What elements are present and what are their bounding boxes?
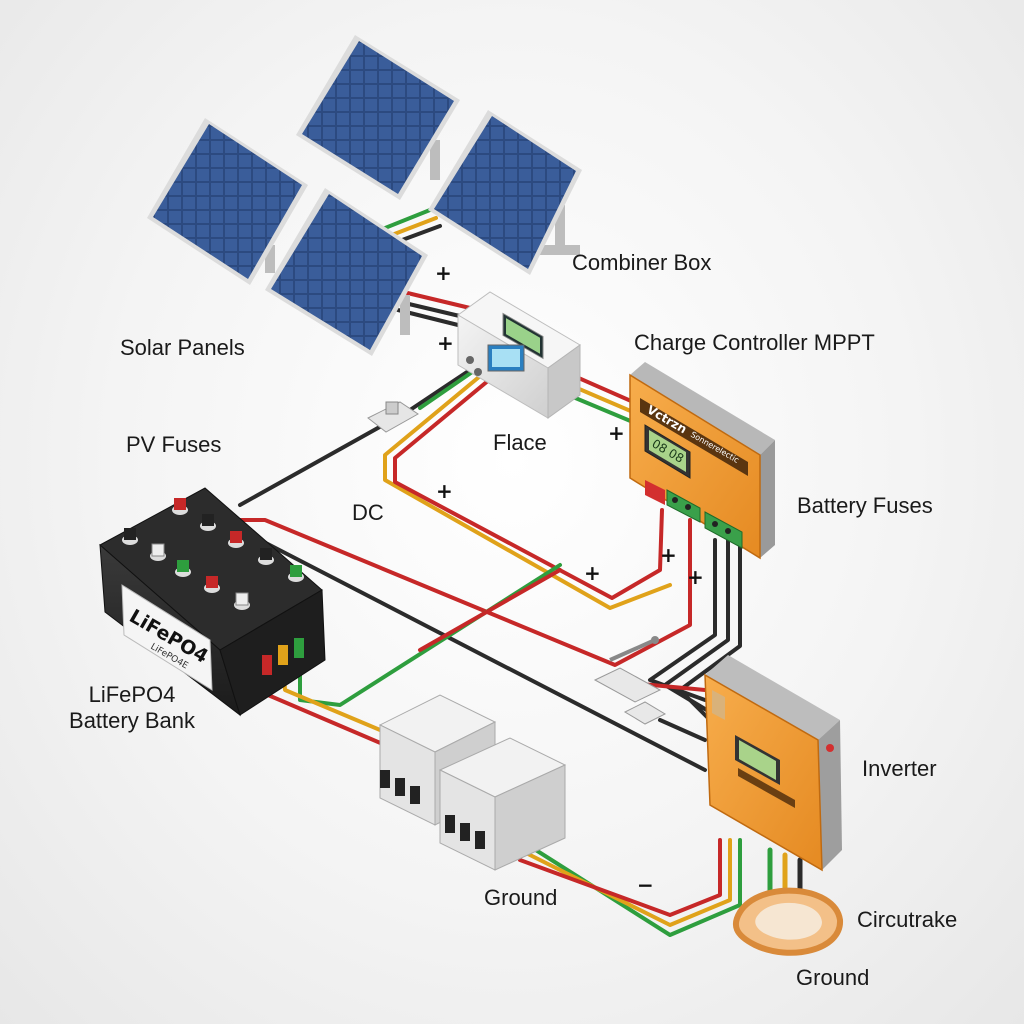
label-solar-panels: Solar Panels <box>120 335 245 360</box>
pv-fuse <box>367 401 419 433</box>
label-battery-fuses: Battery Fuses <box>797 493 933 518</box>
label-dc: DC <box>352 500 384 525</box>
solar-panel-4 <box>265 188 428 356</box>
solar-panel-1 <box>147 118 308 285</box>
battery-bank: LiFePO4 LiFePO4E <box>99 487 326 717</box>
solar-panel-3 <box>428 110 582 275</box>
wire-controller-inverter-black1 <box>648 538 717 702</box>
label-battery-bank: LiFePO4 Battery Bank <box>58 682 206 735</box>
wire-panel-combiner-red <box>393 288 472 310</box>
polarity-plus-2: + <box>437 331 454 355</box>
polarity-minus-1: − <box>637 873 654 897</box>
label-pv-fuses: PV Fuses <box>126 432 222 457</box>
charge-controller: Vctrzn Sonnerelectic 08 08 <box>629 362 775 560</box>
wire-dc-red-cross <box>418 568 562 652</box>
battery-fuse <box>593 636 667 725</box>
wire-battery-green-loop <box>298 563 562 707</box>
dc-breakers <box>378 694 567 871</box>
polarity-plus-5: + <box>584 561 601 585</box>
wire-combiner-dc-green <box>418 366 480 410</box>
label-battery-bank-line1: LiFePO4 <box>88 682 176 707</box>
wire-combiner-dc-yellow <box>383 370 672 610</box>
wire-breaker-inverter-yellow <box>518 838 732 927</box>
solar-panel-array <box>147 35 582 356</box>
breaker-group-2 <box>438 737 567 871</box>
polarity-plus-7: + <box>687 565 704 589</box>
wire-battery-controller-red <box>238 518 692 667</box>
wire-combiner-dc-red <box>393 373 664 600</box>
label-combiner-box: Combiner Box <box>572 250 712 275</box>
label-charge-controller: Charge Controller MPPT <box>634 330 875 355</box>
wire-fuse-inverter-black <box>658 718 707 742</box>
wire-top-panel-green <box>378 208 432 232</box>
wire-breaker-inverter-red <box>518 838 722 917</box>
label-battery-bank-line2: Battery Bank <box>69 708 195 734</box>
battery-terminals <box>122 498 304 610</box>
earth-ground-pad <box>732 887 843 956</box>
label-flace: Flace <box>493 430 547 455</box>
polarity-marks: + + + + + + + − <box>435 261 704 897</box>
label-ground-bottom: Ground <box>484 885 558 910</box>
wire-controller-inverter-black3 <box>678 538 742 724</box>
inverter <box>704 655 842 872</box>
label-circutrake: Circutrake <box>857 907 958 932</box>
solar-panel-2 <box>296 35 460 200</box>
combiner-box <box>457 291 581 419</box>
label-inverter: Inverter <box>862 756 937 781</box>
polarity-plus-6: + <box>660 543 677 567</box>
polarity-plus-4: + <box>436 479 453 503</box>
polarity-plus-1: + <box>435 261 452 285</box>
polarity-plus-3: + <box>608 421 625 445</box>
label-ground-earth: Ground <box>796 965 870 990</box>
